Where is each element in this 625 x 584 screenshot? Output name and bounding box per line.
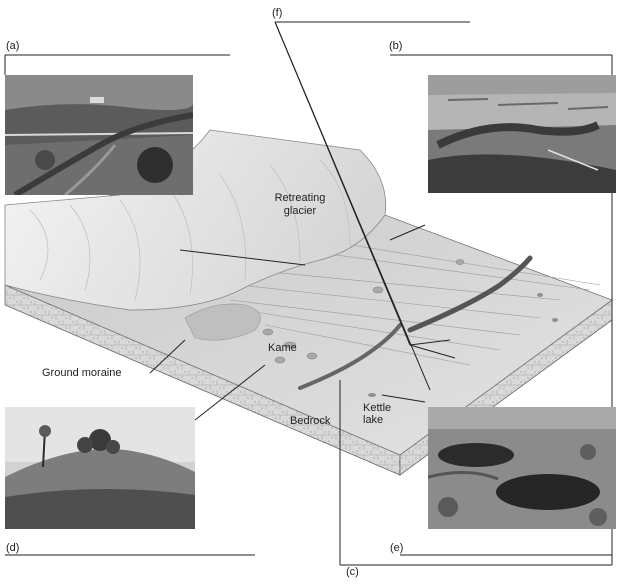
letter-d-label: (d) bbox=[6, 542, 20, 554]
letter-b-label: (b) bbox=[389, 40, 403, 52]
photo-b-end-moraine bbox=[428, 75, 616, 193]
kettle-lake-label-line2: lake bbox=[363, 414, 384, 426]
kame-label: Kame bbox=[268, 342, 297, 354]
kame-mounds bbox=[262, 259, 465, 364]
kettle-depressions bbox=[368, 293, 558, 397]
ground-moraine-label: Ground moraine bbox=[42, 367, 122, 379]
photo-d-kame-hill bbox=[5, 407, 195, 529]
ice-crevasses bbox=[29, 159, 351, 301]
recessional-moraine-ridge bbox=[298, 323, 402, 390]
retreating-glacier-label-line1: Retreating bbox=[274, 192, 326, 204]
letter-c-label: (c) bbox=[346, 566, 359, 578]
letter-f-label: (f) bbox=[272, 7, 283, 19]
bedrock-label: Bedrock bbox=[290, 415, 331, 427]
meltwater-pond bbox=[184, 303, 261, 341]
letter-a-label: (a) bbox=[6, 40, 20, 52]
end-moraine-ridge bbox=[407, 255, 533, 333]
retreating-glacier-ice bbox=[4, 129, 387, 311]
kettle-lake-label-line1: Kettle bbox=[363, 402, 392, 414]
retreating-glacier-label-line2: glacier bbox=[283, 205, 317, 217]
photo-a-esker-landscape bbox=[5, 75, 193, 195]
letter-e-label: (e) bbox=[390, 542, 404, 554]
photo-e-kettle-lakes bbox=[428, 407, 616, 529]
